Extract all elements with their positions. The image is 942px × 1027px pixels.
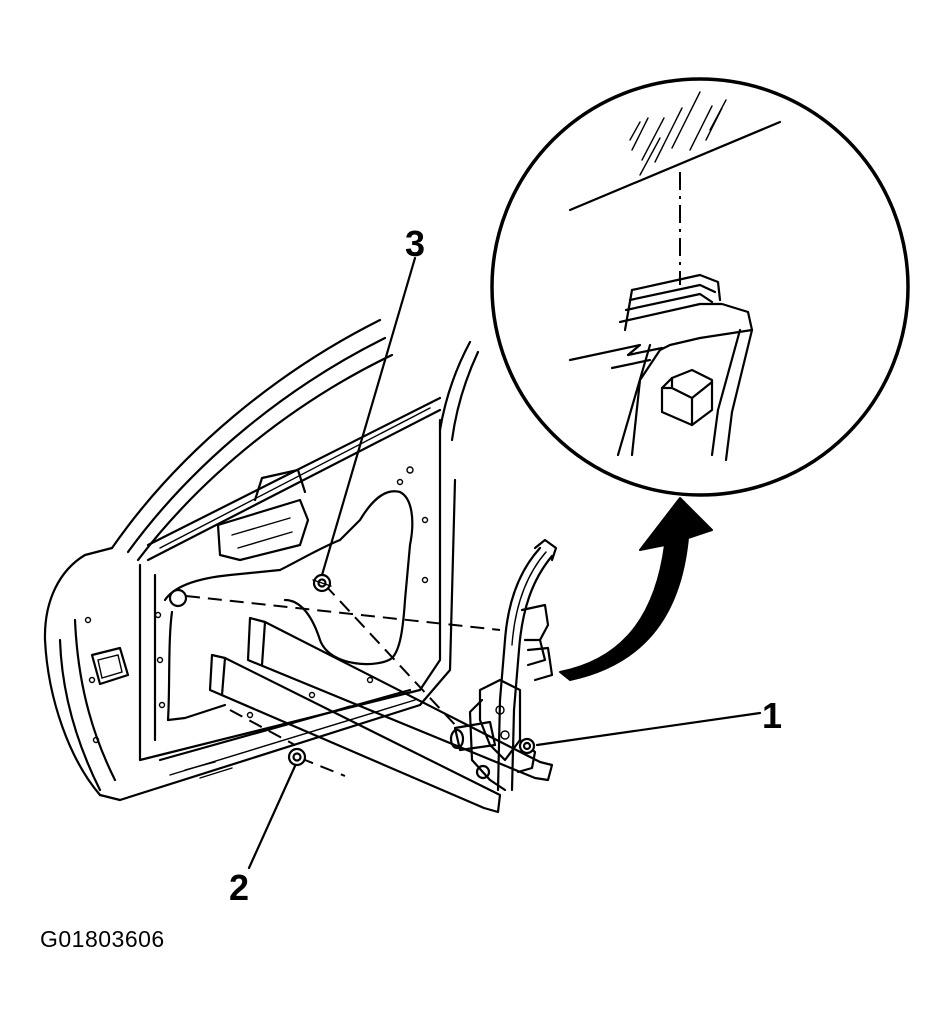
callout-2: 2 bbox=[229, 867, 250, 908]
door-frame bbox=[43, 318, 480, 802]
detail-arrow bbox=[559, 497, 713, 681]
figure-id-label: G01803606 bbox=[40, 926, 165, 952]
mounting-plates bbox=[208, 616, 554, 814]
callout-1: 1 bbox=[762, 695, 783, 736]
leader-lines bbox=[247, 256, 762, 870]
window-regulator bbox=[449, 538, 558, 792]
alignment-lines bbox=[185, 584, 501, 777]
detail-view-circle bbox=[490, 77, 910, 497]
callout-3: 3 bbox=[405, 223, 426, 264]
